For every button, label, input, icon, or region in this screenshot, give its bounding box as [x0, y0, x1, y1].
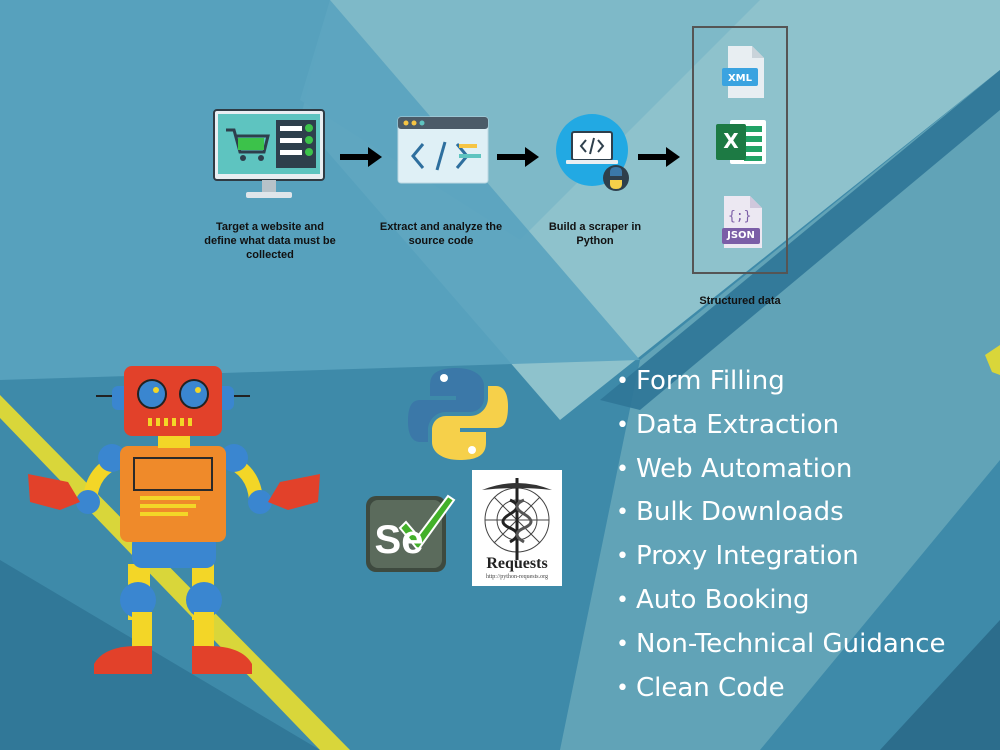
step-2-label: Extract and analyze the source code: [379, 221, 503, 247]
feature-item: Clean Code: [614, 667, 946, 711]
json-file-icon: {;}: [722, 196, 762, 248]
feature-item: Non-Technical Guidance: [614, 623, 946, 667]
json-label: JSON: [727, 230, 755, 241]
step-3-label: Build a scraper in Python: [548, 221, 642, 247]
feature-item: Web Automation: [614, 448, 946, 492]
feature-item: Data Extraction: [614, 404, 946, 448]
code-window-icon: [397, 116, 489, 184]
feature-item: Bulk Downloads: [614, 491, 946, 535]
requests-logo-icon: [472, 470, 562, 586]
structured-data-box: [692, 26, 788, 274]
xml-file-icon: [722, 46, 764, 98]
requests-url: http://python-requests.org: [485, 574, 549, 580]
laptop-python-icon: [556, 114, 629, 191]
robot-illustration: [28, 366, 320, 674]
feature-item: Auto Booking: [614, 579, 946, 623]
feature-list: Form Filling Data Extraction Web Automat…: [614, 360, 946, 710]
requests-label: Requests: [486, 555, 548, 572]
selenium-logo-icon: [366, 494, 456, 572]
python-logo-icon: [408, 368, 508, 460]
arrow-icon: [497, 147, 539, 167]
excel-file-icon: [716, 120, 766, 164]
arrow-icon: [638, 147, 680, 167]
structured-data-label: Structured data: [699, 295, 781, 307]
svg-text:{;}: {;}: [728, 209, 751, 224]
step-1-label: Target a website and define what data mu…: [204, 221, 336, 261]
feature-item: Form Filling: [614, 360, 946, 404]
feature-item: Proxy Integration: [614, 535, 946, 579]
arrow-icon: [340, 147, 382, 167]
monitor-cart-icon: [213, 109, 325, 198]
xml-label: XML: [727, 73, 753, 84]
selenium-label: Se: [374, 518, 424, 562]
excel-label: X: [723, 129, 739, 153]
